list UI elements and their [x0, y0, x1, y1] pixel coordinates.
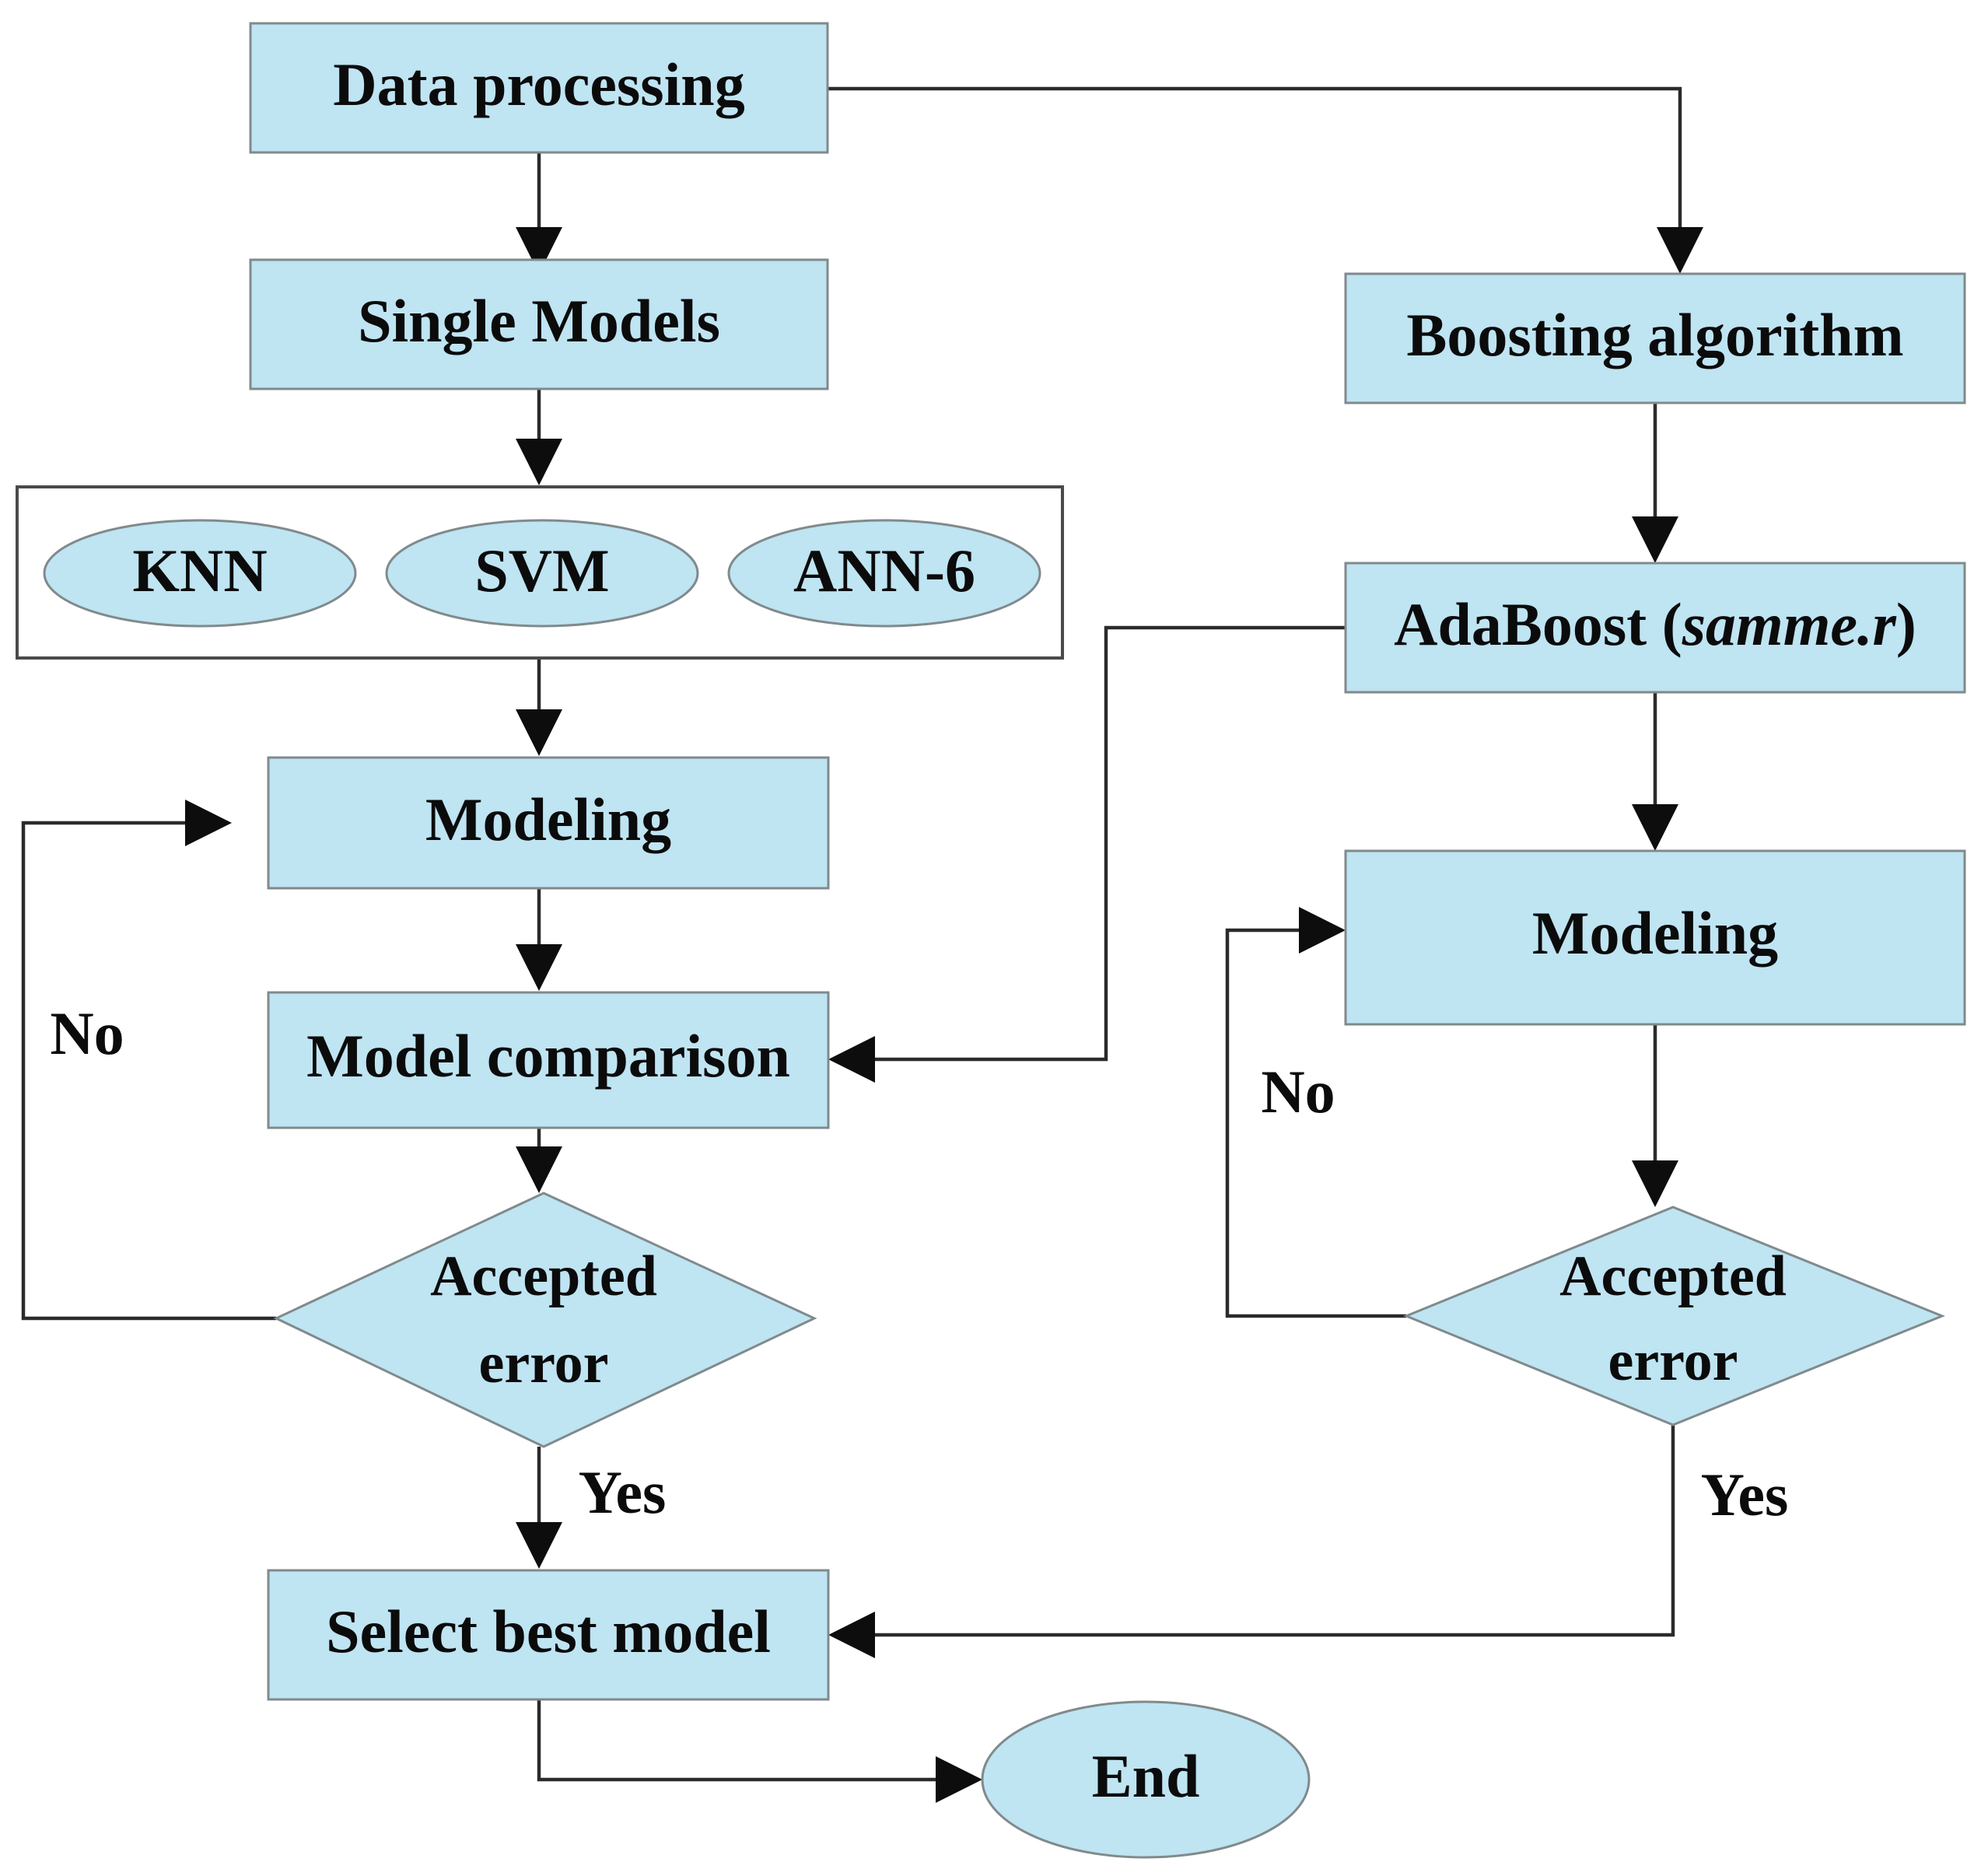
- node-ann6-label: ANN-6: [793, 537, 975, 604]
- node-boosting-algorithm[interactable]: Boosting algorithm: [1344, 272, 1966, 404]
- edge-yes-right-to-select-best-model: [828, 1425, 1675, 1658]
- node-adaboost-label-italic: samme.r: [1682, 590, 1897, 658]
- node-modeling-right[interactable]: Modeling: [1344, 849, 1966, 1026]
- edge-no-loop-left: [21, 800, 276, 1321]
- edge-no-loop-right: [1225, 907, 1406, 1318]
- edge-single-models-to-model-group: [516, 389, 562, 485]
- edge-adaboost-to-model-comparison: [828, 625, 1346, 1083]
- node-accepted-error-left-label-line1: Accepted: [430, 1244, 657, 1308]
- node-svm[interactable]: SVM: [385, 519, 699, 628]
- node-modeling-right-label: Modeling: [1532, 899, 1778, 967]
- node-select-best-model-label: Select best model: [326, 1598, 771, 1665]
- edge-model-comparison-to-accepted-error-left: [516, 1128, 562, 1193]
- node-data-processing-label: Data processing: [333, 51, 744, 118]
- edge-select-best-model-to-end: [537, 1699, 982, 1803]
- node-ann6[interactable]: ANN-6: [727, 519, 1041, 628]
- node-end-label: End: [1092, 1742, 1200, 1810]
- node-end[interactable]: End: [981, 1700, 1311, 1859]
- node-adaboost-label-prefix: AdaBoost (: [1394, 590, 1682, 658]
- node-boosting-algorithm-label: Boosting algorithm: [1406, 301, 1903, 369]
- node-data-processing[interactable]: Data processing: [249, 22, 829, 154]
- edge-label-yes-left: Yes: [579, 1458, 667, 1526]
- node-modeling-left[interactable]: Modeling: [267, 756, 830, 890]
- edge-boosting-to-adaboost: [1632, 403, 1678, 563]
- node-knn[interactable]: KNN: [43, 519, 357, 628]
- edge-label-yes-right: Yes: [1701, 1461, 1789, 1528]
- node-accepted-error-right[interactable]: Accepted error: [1403, 1206, 1945, 1426]
- edge-label-no-left: No: [50, 999, 124, 1067]
- edge-model-group-to-modeling-left: [516, 658, 562, 756]
- node-accepted-error-right-label-line2: error: [1608, 1329, 1738, 1393]
- edge-data-processing-to-single-models: [516, 152, 562, 274]
- node-accepted-error-right-label-line1: Accepted: [1559, 1244, 1787, 1308]
- node-accepted-error-left-label-line2: error: [478, 1332, 608, 1395]
- single-models-group-frame: [16, 485, 1064, 660]
- node-adaboost-label: AdaBoost (samme.r): [1394, 590, 1916, 658]
- node-svm-label: SVM: [474, 537, 609, 604]
- node-knn-label: KNN: [132, 537, 267, 604]
- edge-modeling-left-to-model-comparison: [516, 888, 562, 991]
- edge-modeling-right-to-accepted-error-right: [1632, 1024, 1678, 1207]
- edge-label-no-right: No: [1261, 1058, 1335, 1125]
- edge-adaboost-to-modeling-right: [1632, 692, 1678, 851]
- node-accepted-error-left[interactable]: Accepted error: [273, 1192, 817, 1448]
- edge-yes-left-to-select-best-model: [516, 1447, 562, 1569]
- node-model-comparison[interactable]: Model comparison: [267, 991, 830, 1129]
- edge-data-processing-to-boosting: [827, 86, 1703, 274]
- node-adaboost-label-suffix: ): [1896, 590, 1916, 658]
- node-modeling-left-label: Modeling: [425, 786, 671, 853]
- node-single-models[interactable]: Single Models: [249, 258, 829, 390]
- node-single-models-label: Single Models: [358, 287, 720, 355]
- node-model-comparison-label: Model comparison: [306, 1022, 790, 1090]
- node-select-best-model[interactable]: Select best model: [267, 1569, 830, 1701]
- node-adaboost[interactable]: AdaBoost (samme.r): [1344, 562, 1966, 694]
